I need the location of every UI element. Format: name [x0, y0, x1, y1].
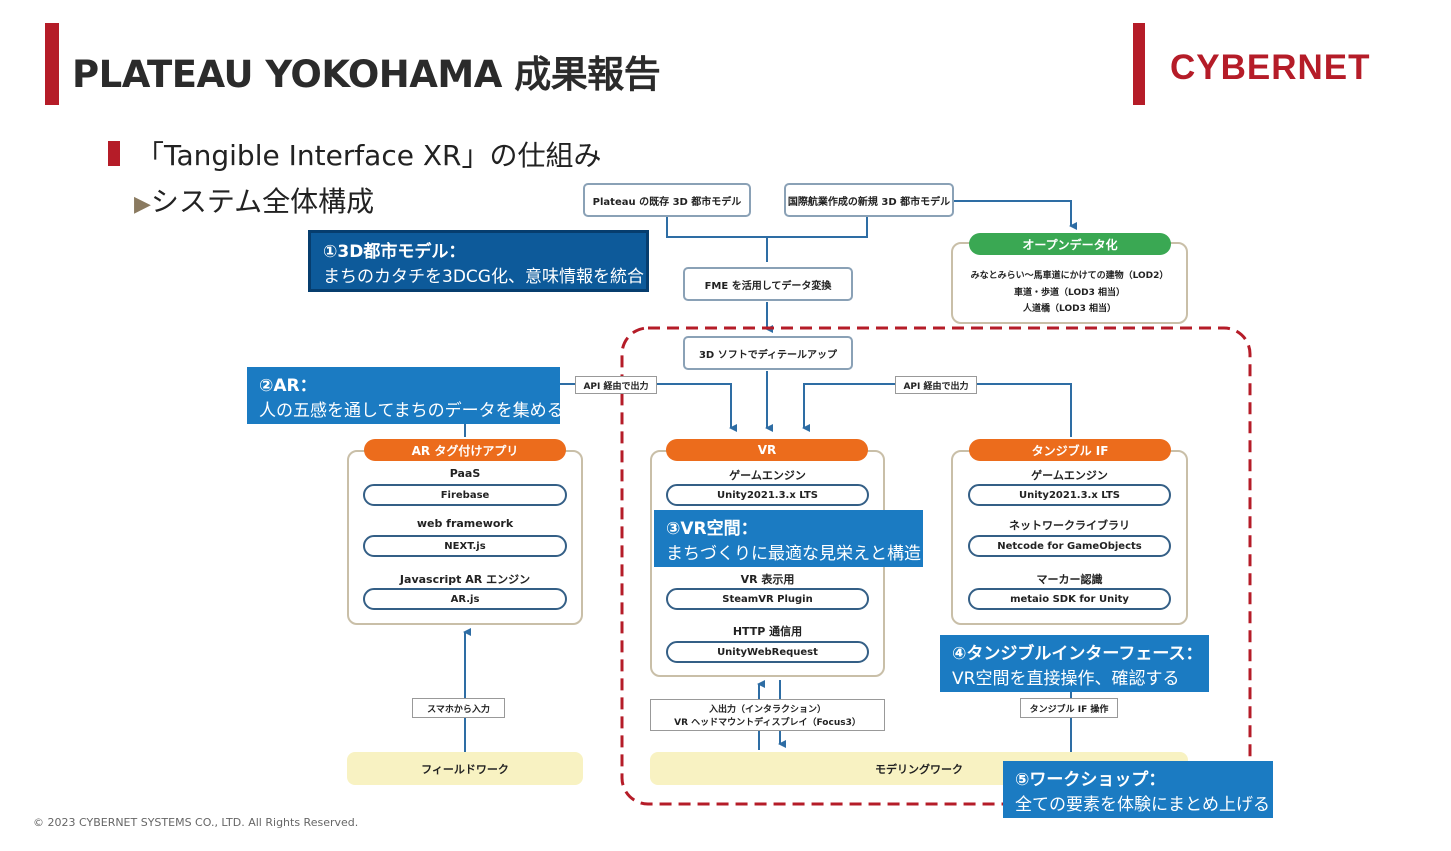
- callout-workshop-body: 全ての要素を体験にまとめ上げる: [1015, 795, 1270, 815]
- callout-workshop: ⑤ワークショップ： 全ての要素を体験にまとめ上げる: [1003, 761, 1273, 818]
- callout-workshop-head: ⑤ワークショップ：: [1015, 770, 1166, 790]
- section-marker: [108, 141, 120, 166]
- vr-pill-webrequest: UnityWebRequest: [666, 641, 869, 663]
- callout-tangible-head: ④タンジブルインターフェース：: [952, 644, 1203, 664]
- title-accent-bar: [45, 23, 59, 105]
- section-subtitle: ▶システム全体構成: [134, 180, 374, 220]
- logo-accent-bar: [1133, 23, 1145, 105]
- vr-io-line1: 入出力（インタラクション）: [708, 705, 826, 715]
- tangible-pill-metaio: metaio SDK for Unity: [968, 588, 1171, 610]
- callout-ar: ②AR： 人の五感を通してまちのデータを集める: [247, 367, 564, 424]
- callout-3d-model-head: ①3D都市モデル：: [323, 242, 466, 262]
- fme-node: FME を活用してデータ変換: [683, 267, 853, 301]
- callout-tangible-body: VR空間を直接操作、確認する: [952, 669, 1180, 689]
- vr-pill-steamvr: SteamVR Plugin: [666, 588, 869, 610]
- ar-pill-nextjs: NEXT.js: [363, 535, 567, 557]
- ar-label-paas: PaaS: [449, 467, 481, 480]
- ar-label-engine: Javascript AR エンジン: [399, 573, 531, 586]
- smartphone-input-tag: スマホから入力: [412, 698, 505, 718]
- subtitle-text: システム全体構成: [150, 185, 375, 218]
- detail-up-node: 3D ソフトでディテールアップ: [683, 336, 853, 370]
- tangible-op-tag: タンジブル IF 操作: [1020, 698, 1118, 718]
- opendata-line-2: 車道・歩道（LOD3 相当）: [1014, 288, 1125, 298]
- vr-pill-unity: Unity2021.3.x LTS: [666, 484, 869, 506]
- tangible-pill-netcode: Netcode for GameObjects: [968, 535, 1171, 557]
- tangible-label-engine: ゲームエンジン: [1031, 469, 1108, 482]
- fieldwork-box: フィールドワーク: [347, 752, 583, 785]
- ar-label-framework: web framework: [416, 517, 514, 530]
- api-left-tag: API 経由で出力: [575, 376, 657, 394]
- plateau-source-node: Plateau の既存 3D 都市モデル: [583, 183, 751, 217]
- page-title: PLATEAU YOKOHAMA 成果報告: [72, 53, 661, 96]
- vr-label-http: HTTP 通信用: [732, 625, 803, 638]
- ar-panel-head: AR タグ付けアプリ: [364, 439, 566, 461]
- kokusai-source-node: 国際航業作成の新規 3D 都市モデル: [784, 183, 954, 217]
- callout-3d-model: ①3D都市モデル： まちのカタチを3DCG化、意味情報を統合: [308, 230, 649, 292]
- vr-label-engine: ゲームエンジン: [729, 469, 806, 482]
- opendata-line-1: みなとみらい〜馬車道にかけての建物（LOD2）: [970, 271, 1169, 281]
- tangible-label-network: ネットワークライブラリ: [1009, 519, 1130, 532]
- ar-pill-firebase: Firebase: [363, 484, 567, 506]
- workshop-boundary: [620, 326, 1252, 806]
- vr-io-line2: VR ヘッドマウントディスプレイ（Focus3）: [674, 718, 861, 728]
- vr-label-display: VR 表示用: [740, 573, 795, 586]
- opendata-line-3: 人道橋（LOD3 相当）: [1023, 304, 1116, 314]
- callout-ar-body: 人の五感を通してまちのデータを集める: [259, 401, 564, 421]
- section-title: 「Tangible Interface XR」の仕組み: [136, 139, 602, 172]
- callout-ar-head: ②AR：: [259, 376, 317, 396]
- vr-io-tag: 入出力（インタラクション） VR ヘッドマウントディスプレイ（Focus3）: [650, 699, 885, 731]
- callout-vr-head: ③VR空間：: [666, 519, 758, 539]
- copyright: © 2023 CYBERNET SYSTEMS CO., LTD. All Ri…: [33, 816, 359, 829]
- vr-panel-head: VR: [666, 439, 868, 461]
- ar-pill-arjs: AR.js: [363, 588, 567, 610]
- opendata-panel: [951, 242, 1188, 324]
- callout-tangible: ④タンジブルインターフェース： VR空間を直接操作、確認する: [940, 635, 1209, 692]
- opendata-head: オープンデータ化: [969, 233, 1171, 255]
- cybernet-logo: CYBERNET: [1170, 48, 1371, 87]
- callout-3d-model-body: まちのカタチを3DCG化、意味情報を統合: [323, 267, 644, 287]
- triangle-bullet-icon: ▶: [134, 192, 151, 217]
- tangible-panel-head: タンジブル IF: [969, 439, 1171, 461]
- api-right-tag: API 経由で出力: [895, 376, 977, 394]
- callout-vr-body: まちづくりに最適な見栄えと構造: [666, 544, 921, 564]
- tangible-pill-unity: Unity2021.3.x LTS: [968, 484, 1171, 506]
- callout-vr: ③VR空間： まちづくりに最適な見栄えと構造: [654, 510, 923, 567]
- tangible-label-marker: マーカー認識: [1036, 573, 1103, 586]
